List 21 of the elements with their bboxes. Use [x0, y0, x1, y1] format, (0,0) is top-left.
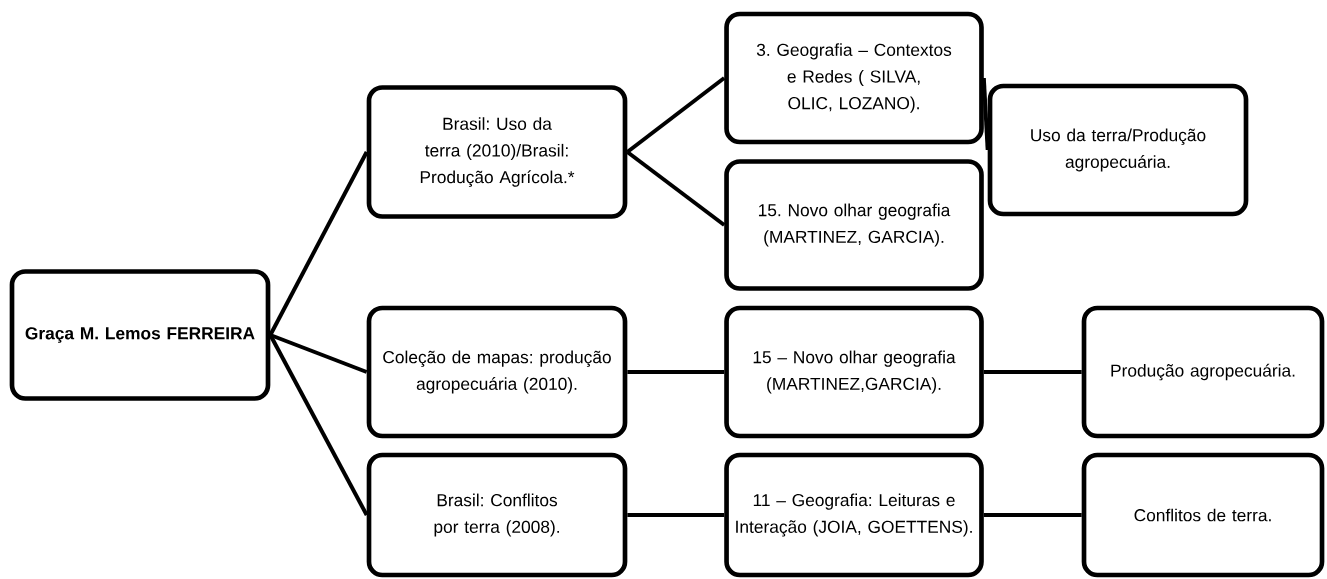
- connector-line: [983, 513, 1082, 517]
- text-box: Brasil: Conflitos por terra (2008).: [366, 452, 628, 578]
- connector-line: [981, 77, 990, 151]
- text-box: Brasil: Uso da terra (2010)/Brasil: Produção Agrícola.*: [366, 85, 628, 219]
- text-box: Uso da terra/Produção agropecuária.: [987, 83, 1249, 217]
- connector-line: [627, 513, 725, 517]
- text-box: Conflitos de terra.: [1081, 452, 1325, 578]
- connector-line: [983, 370, 1082, 374]
- connector-line: [626, 76, 726, 154]
- connector-line: [627, 370, 725, 374]
- text-box: Coleção de mapas: produção agropecuária (2010).: [366, 305, 628, 439]
- connector-line: [268, 151, 369, 336]
- text-box: 11 – Geografia: Leituras e Interação (JOIA, GOETTENS).: [724, 452, 984, 578]
- text-box: 15 – Novo olhar geografia (MARTINEZ,GARCIA).: [724, 305, 984, 439]
- connector-line: [269, 333, 368, 374]
- text-box: 15. Novo olhar geografia (MARTINEZ, GARCIA).: [724, 159, 984, 291]
- text-box: Produção agropecuária.: [1081, 305, 1325, 439]
- text-box: 3. Geografia – Contextos e Redes ( SILVA, OLIC, LOZANO).: [724, 11, 984, 145]
- text-box: Graça M. Lemos FERREIRA: [9, 269, 271, 401]
- connector-line: [268, 334, 369, 516]
- connector-line: [626, 150, 726, 227]
